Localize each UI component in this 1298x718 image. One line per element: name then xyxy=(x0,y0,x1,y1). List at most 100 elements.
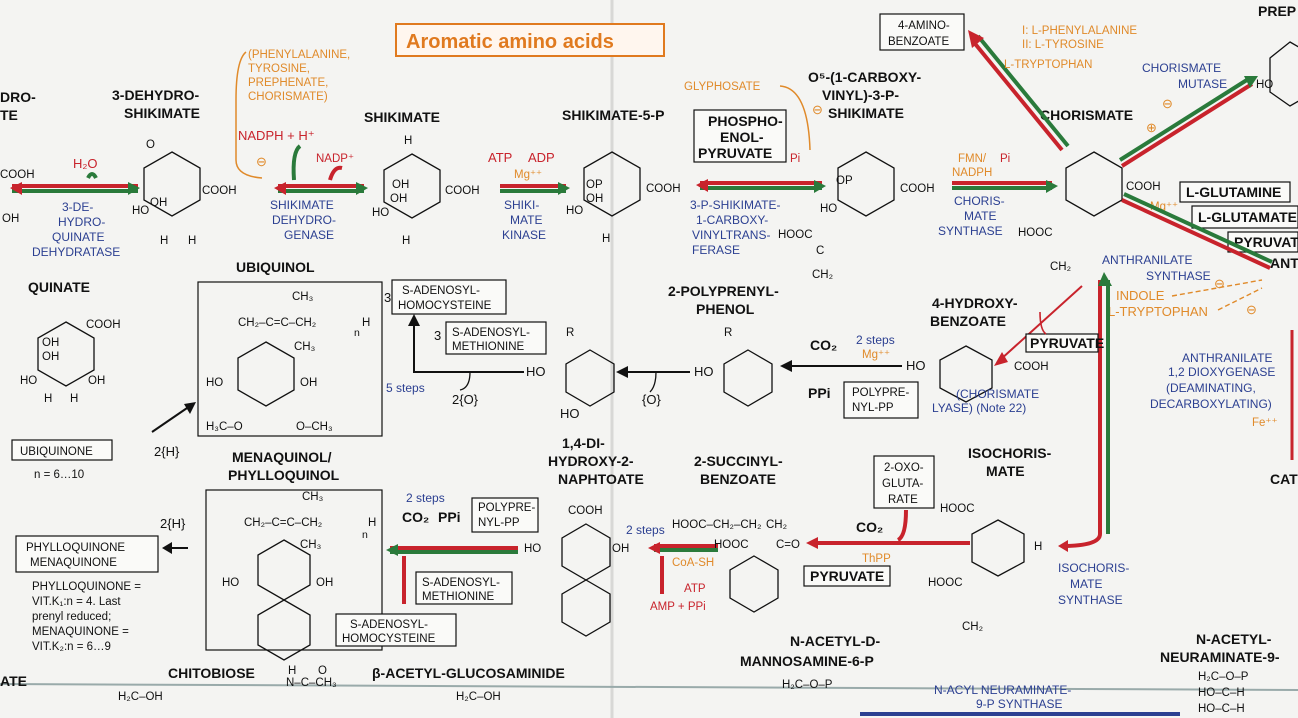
atom-nacetyl: N–C–CH₃ xyxy=(286,677,337,689)
chain-ubiquinol: CH₂–C=C–CH₂ xyxy=(238,317,316,329)
prephenate-label: PREP xyxy=(1258,3,1296,19)
phe-label: I: L-PHENYLALANINE xyxy=(1022,25,1137,37)
oxoglutarate-side-arrow xyxy=(896,509,908,542)
enzyme-chorismate-synthase: CHORIS- MATE SYNTHASE xyxy=(938,194,1005,238)
tyr-label: II: L-TYROSINE xyxy=(1022,39,1104,51)
fe-label: Fe⁺⁺ xyxy=(1252,417,1278,429)
activate-symbol: ⊕ xyxy=(1146,120,1157,135)
atom-h: H xyxy=(402,235,410,247)
svg-text:LYASE) (Note 22): LYASE) (Note 22) xyxy=(932,401,1026,415)
svg-text:CHORISMATE): CHORISMATE) xyxy=(248,91,328,103)
isochorismate-label-1: ISOCHORIS- xyxy=(968,445,1052,461)
svg-text:(DEAMINATING,: (DEAMINATING, xyxy=(1166,381,1256,395)
svg-text:SYNTHASE: SYNTHASE xyxy=(1058,593,1123,607)
pi-label: Pi xyxy=(790,153,800,165)
svg-text:GENASE: GENASE xyxy=(284,228,334,242)
atom-ho: HO xyxy=(820,203,837,215)
co2-label-2: CO₂ xyxy=(402,509,429,525)
lglutamate-label: L-GLUTAMATE xyxy=(1198,209,1297,225)
quinate-label: QUINATE xyxy=(28,279,90,295)
ring-dehydroshikimate xyxy=(143,151,201,217)
atom-ch3: CH₃ xyxy=(300,539,322,551)
twoH-label: 2{H} xyxy=(154,444,180,459)
oxoglutarate-label-1: 2-OXO- xyxy=(884,462,924,474)
sam1-label-1: S-ADENOSYL- xyxy=(452,327,530,339)
enzyme-isochorismate-synthase: ISOCHORIS- MATE SYNTHASE xyxy=(1058,561,1129,607)
atom-oh: OH xyxy=(300,377,317,389)
neuraminate-label-1: N-ACETYL- xyxy=(1196,631,1272,647)
inhibit-symbol: ⊖ xyxy=(1246,302,1257,317)
atom-ch3: CH₃ xyxy=(302,491,324,503)
arrowhead xyxy=(558,182,570,195)
atom-ho: HO xyxy=(524,543,541,555)
atom-h: H xyxy=(160,235,168,247)
atom-oh: OH xyxy=(150,197,167,209)
ring-ubiquinol xyxy=(237,341,295,407)
reaction-arrow-aminobenzoate xyxy=(970,38,1064,152)
catechol-partial-label: CAT xyxy=(1270,471,1298,487)
fold-line-bottom xyxy=(0,683,1298,691)
svg-text:QUINATE: QUINATE xyxy=(52,230,104,244)
succbenz-label-2: BENZOATE xyxy=(700,471,776,487)
atom-ho: HO xyxy=(526,364,546,379)
atom-ho: HO xyxy=(566,205,583,217)
ubiquinone-n: n = 6…10 xyxy=(34,469,84,481)
ltryptophan-label-2: L-TRYPTOPHAN xyxy=(1108,304,1208,319)
arrowhead xyxy=(780,360,792,372)
nadph-label: NADPH + H⁺ xyxy=(238,128,315,143)
svg-text:DEHYDRO-: DEHYDRO- xyxy=(272,213,336,227)
nadp-label: NADP⁺ xyxy=(316,153,354,165)
atom-h: H xyxy=(288,665,296,677)
sah2-label-1: S-ADENOSYL- xyxy=(350,619,428,631)
arrowhead xyxy=(128,182,140,195)
atom-hooc: HOOC xyxy=(940,503,975,515)
two-steps-label: 2 steps xyxy=(856,333,895,347)
atom-hoch: HO–C–H xyxy=(1198,687,1245,699)
two-steps-label-2: 2 steps xyxy=(406,491,445,505)
pep-box xyxy=(693,109,787,163)
h2o-side-arrow xyxy=(86,172,98,179)
indole-feedback-line xyxy=(1171,279,1263,297)
svg-text:VIT.K₁:n = 4. Last: VIT.K₁:n = 4. Last xyxy=(32,596,121,608)
svg-text:ANTHRANILATE: ANTHRANILATE xyxy=(1182,351,1272,365)
sah1-label-1: S-ADENOSYL- xyxy=(402,285,480,297)
svg-text:MATE: MATE xyxy=(510,213,542,227)
dehydroshikimate-label-2: SHIKIMATE xyxy=(124,105,200,121)
vitamin-k-note: PHYLLOQUINONE = VIT.K₁:n = 4. Last preny… xyxy=(32,581,141,653)
atom-co: C=O xyxy=(776,539,800,551)
atom-oh: OH xyxy=(42,351,59,363)
amp-label: AMP + PPi xyxy=(650,601,706,613)
epsp-label-2: VINYL)-3-P- xyxy=(822,87,899,103)
atom-ho: HO xyxy=(206,377,223,389)
reaction-arrow-mutase-green xyxy=(1118,76,1252,162)
shikimate-label: SHIKIMATE xyxy=(364,109,440,125)
svg-text:(CHORISMATE: (CHORISMATE xyxy=(956,387,1039,401)
svg-text:prenyl reduced;: prenyl reduced; xyxy=(32,611,111,623)
atom-op: OP xyxy=(586,179,603,191)
polyprenylphenol-label-1: 2-POLYPRENYL- xyxy=(668,283,779,299)
menaquinol-label-2: PHYLLOQUINOL xyxy=(228,467,340,483)
atom-ho: HO xyxy=(222,577,239,589)
arrowhead xyxy=(968,30,984,48)
atom-h3co: H₃C–O xyxy=(206,421,243,433)
enzyme-chorismate-lyase: (CHORISMATE LYASE) (Note 22) xyxy=(932,387,1039,415)
svg-text:N-ACYL NEURAMINATE-: N-ACYL NEURAMINATE- xyxy=(934,683,1071,697)
oxoglutarate-label-2: GLUTA- xyxy=(882,478,923,490)
svg-text:SHIKIMATE: SHIKIMATE xyxy=(270,198,334,212)
atom-c: C xyxy=(816,245,824,257)
svg-text:TYROSINE,: TYROSINE, xyxy=(248,63,310,75)
ring-epsp xyxy=(837,151,895,217)
pep-label-2: ENOL- xyxy=(720,129,764,145)
ring-intermediate xyxy=(565,349,615,407)
atom-cooh: COOH xyxy=(445,185,480,197)
atom-oh: OH xyxy=(316,577,333,589)
sah2-box xyxy=(335,613,457,647)
phylloquinone-box xyxy=(15,535,159,573)
dehydroquinate-label-2: TE xyxy=(0,107,18,123)
title-box xyxy=(395,23,665,57)
sah2-label-2: HOMOCYSTEINE xyxy=(342,633,436,645)
pyruvate-label-1: PYRUVATE xyxy=(1030,335,1104,351)
ring-chorismate xyxy=(1065,151,1123,217)
chem-oh: OH xyxy=(2,213,19,225)
arrowhead xyxy=(356,182,368,195)
